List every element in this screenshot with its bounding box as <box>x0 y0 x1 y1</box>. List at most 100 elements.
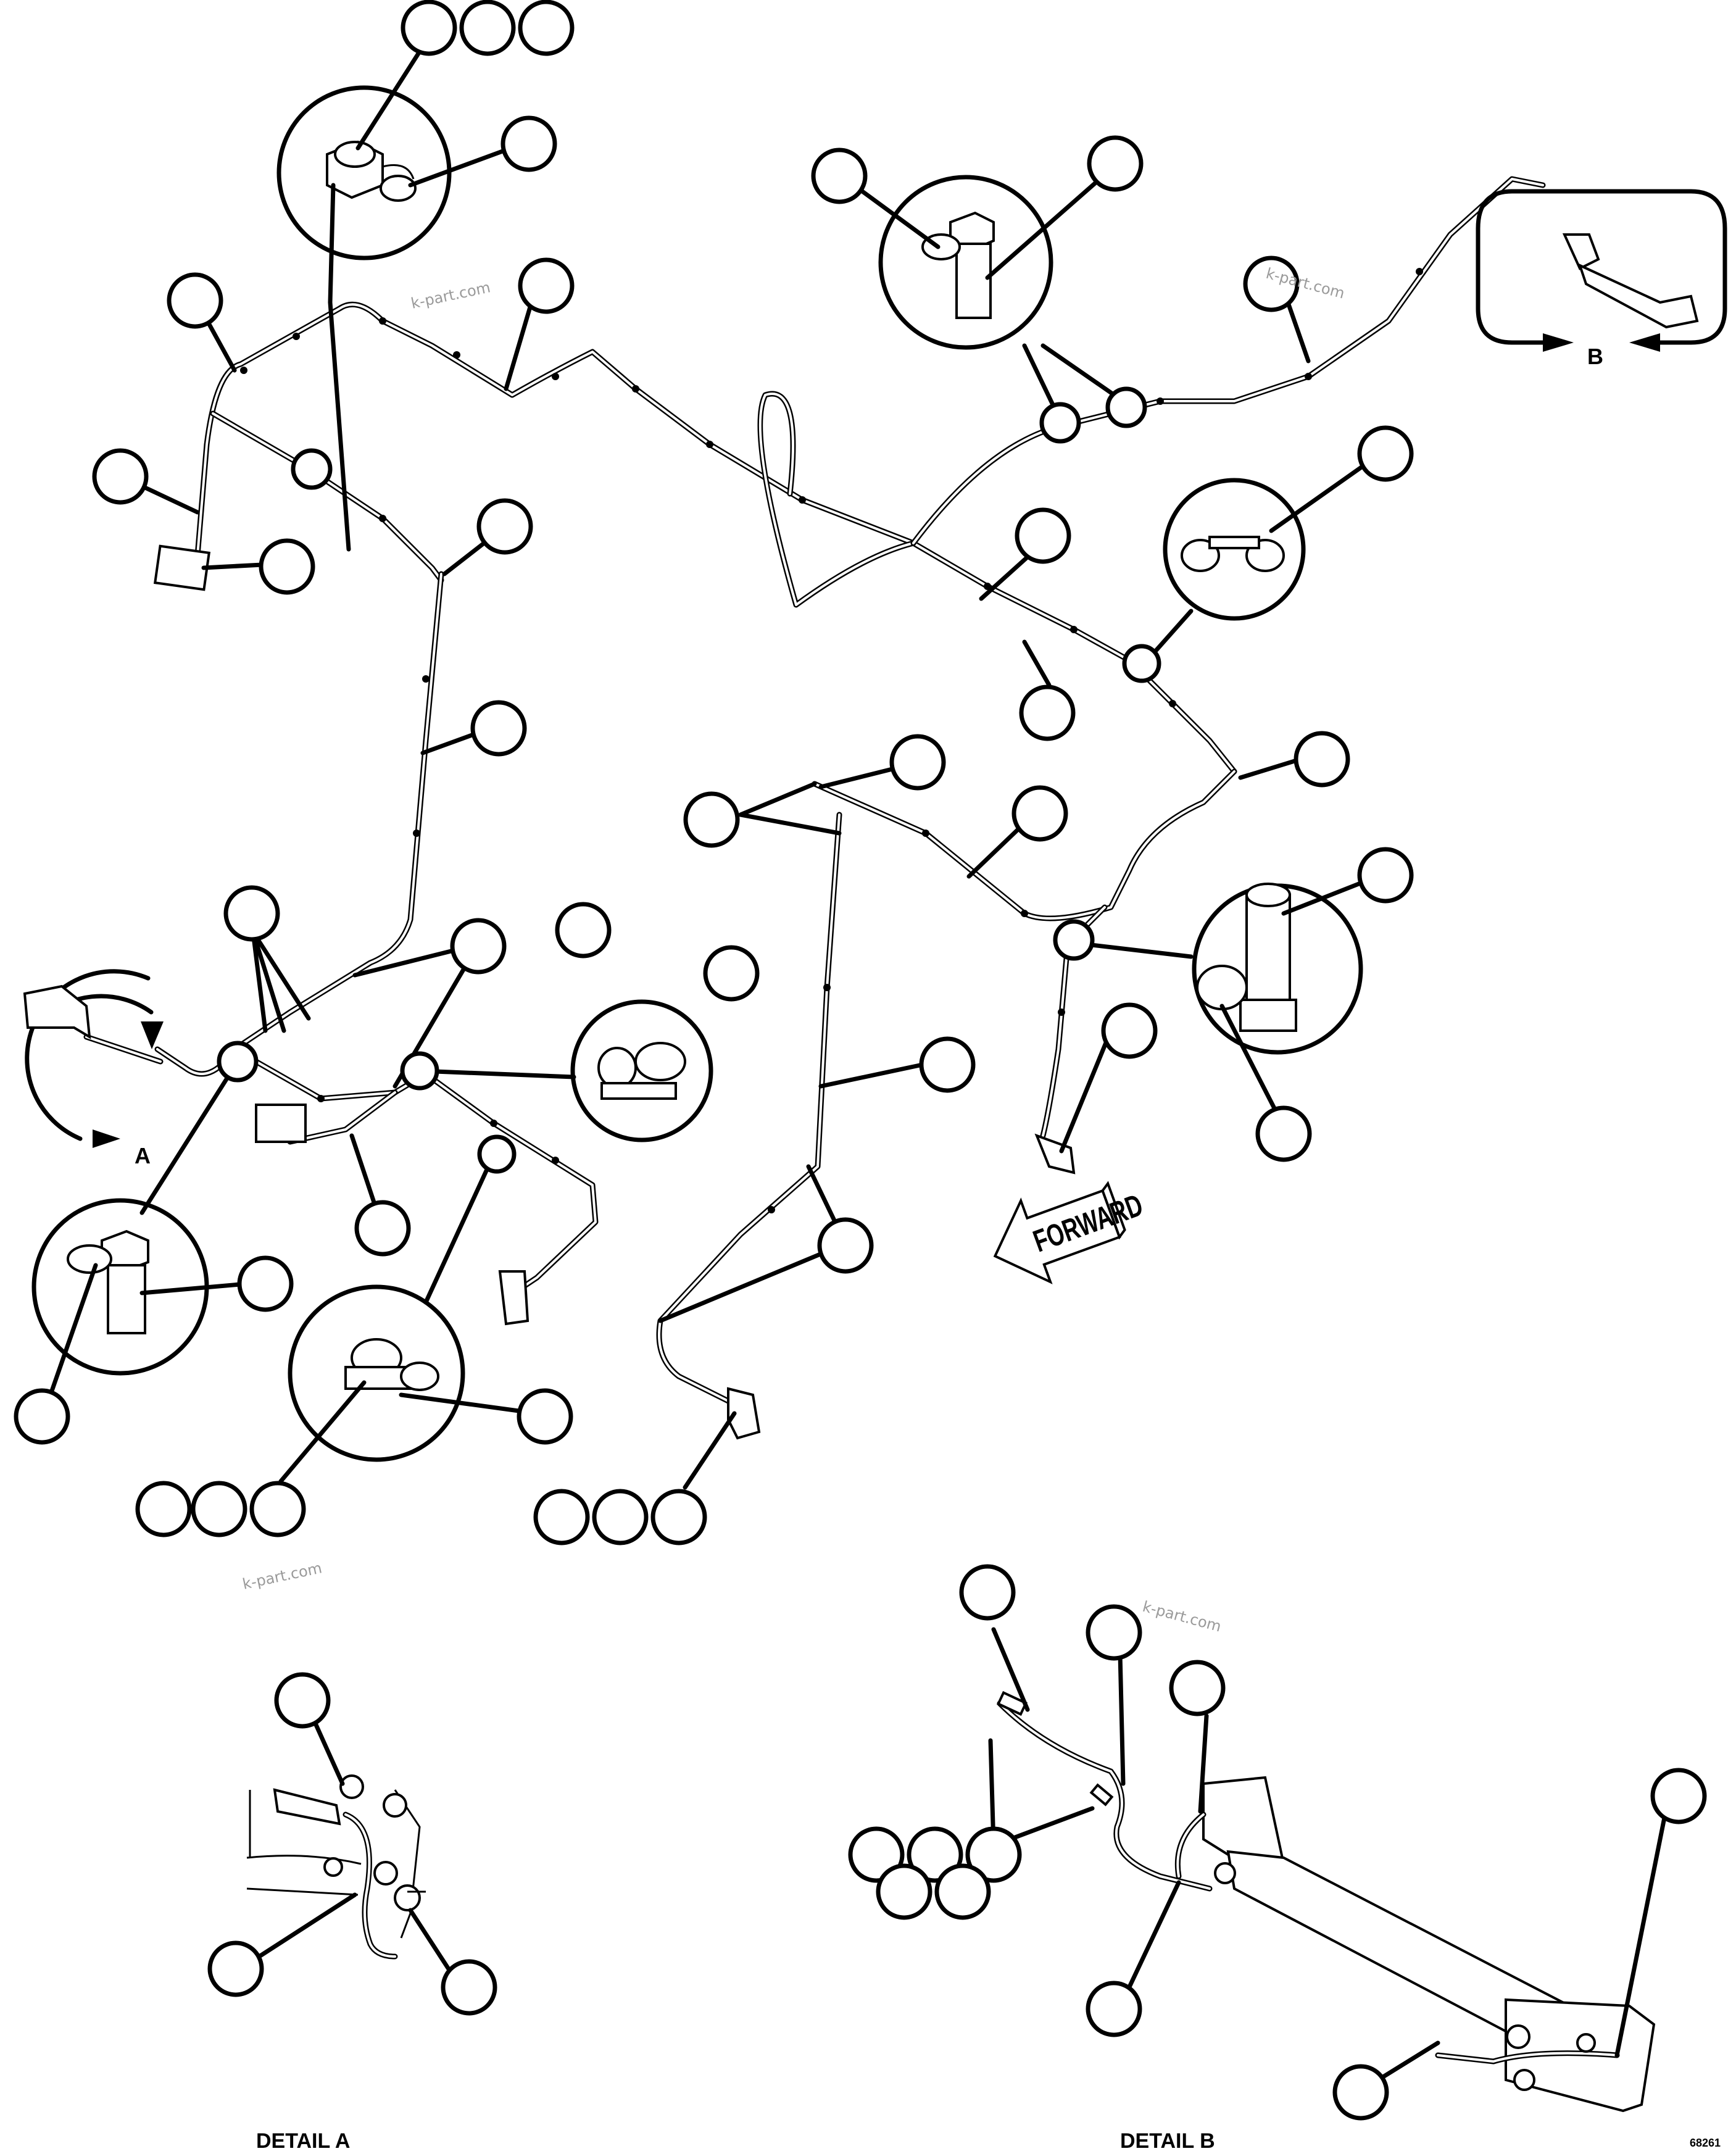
callout-balloon[interactable] <box>817 1217 874 1274</box>
callout-balloon[interactable] <box>1294 731 1350 788</box>
connector-box-icon <box>255 1104 307 1143</box>
watermark: k-part.com <box>1140 1598 1223 1636</box>
callout-balloon[interactable] <box>401 0 457 56</box>
bolt-clamp-inset-top-center <box>878 175 1053 350</box>
detail-a-view: DETAIL A <box>207 1672 497 2153</box>
callout-balloon[interactable] <box>135 1481 192 1537</box>
switch-box-icon <box>727 1387 761 1440</box>
callout-balloon[interactable] <box>237 1255 294 1312</box>
bracket-icon <box>498 1270 530 1326</box>
callout-balloon[interactable] <box>848 1826 905 1883</box>
callout-balloon[interactable] <box>207 1940 264 1997</box>
callout-balloon[interactable] <box>1105 386 1147 428</box>
callout-balloon[interactable] <box>518 0 575 56</box>
callout-balloon[interactable] <box>92 448 149 505</box>
bolt-clamp-inset-bottom-left <box>31 1198 209 1376</box>
forward-arrow-icon: FORWARD <box>993 1181 1147 1284</box>
components <box>153 544 1076 1440</box>
callout-balloon[interactable] <box>703 945 760 1002</box>
callout-balloon[interactable] <box>459 0 516 56</box>
callout-balloon[interactable] <box>650 1489 707 1545</box>
arrow-right-icon <box>1543 333 1574 352</box>
callout-balloon[interactable] <box>1053 919 1095 961</box>
callout-balloon[interactable] <box>919 1036 976 1093</box>
callout-balloon[interactable] <box>441 1959 497 2016</box>
callout-balloon[interactable] <box>1015 507 1071 564</box>
detail-b-view: DETAIL B <box>848 1564 1707 2153</box>
arrow-down-icon <box>141 1021 164 1049</box>
callout-balloon[interactable] <box>959 1564 1016 1621</box>
double-clamp-inset-right <box>1139 478 1306 669</box>
callout-balloon[interactable] <box>934 1863 991 1920</box>
callout-balloon[interactable] <box>1101 1002 1158 1059</box>
callout-balloon[interactable] <box>555 902 612 958</box>
callout-balloon[interactable] <box>291 448 333 490</box>
callout-balloon[interactable] <box>500 115 557 172</box>
callout-balloon[interactable] <box>470 700 527 757</box>
harness-clips <box>240 268 1423 1213</box>
callout-balloon[interactable] <box>518 257 575 314</box>
detail-a-caption: DETAIL A <box>256 2129 350 2153</box>
callout-balloon[interactable] <box>1086 1604 1142 1661</box>
callout-balloon[interactable] <box>1332 2064 1389 2121</box>
callout-balloon[interactable] <box>517 1388 573 1445</box>
callout-balloon[interactable] <box>1169 1660 1226 1716</box>
callout-balloon[interactable] <box>1087 135 1144 192</box>
p-clamp-icon <box>597 1042 686 1100</box>
watermark: k-part.com <box>409 278 492 312</box>
callout-balloon[interactable] <box>1255 1105 1312 1162</box>
callout-balloon[interactable] <box>889 734 946 791</box>
double-p-clamp-icon <box>1181 536 1285 572</box>
arrow-right-icon <box>93 1129 120 1148</box>
callout-balloon[interactable] <box>1243 256 1300 312</box>
callout-balloon[interactable] <box>476 498 533 555</box>
callout-balloon[interactable] <box>274 1672 331 1729</box>
callout-balloon[interactable] <box>223 885 280 942</box>
arrow-left-icon <box>1629 333 1660 352</box>
callout-balloon[interactable] <box>592 1489 649 1545</box>
p-clamp-bolt-inset-top-left <box>276 85 452 552</box>
watermark: k-part.com <box>241 1559 323 1593</box>
pedal-assembly-icon <box>996 1690 1656 2113</box>
p-clamp-inset-center <box>570 999 713 1142</box>
sensor-plate-icon <box>153 544 211 591</box>
p-clamp-bolt-icon <box>326 140 417 202</box>
callout-balloon[interactable] <box>1357 425 1414 482</box>
callout-balloon[interactable] <box>1122 644 1161 683</box>
wire-harness <box>83 176 1546 1404</box>
callout-balloon[interactable] <box>1650 1768 1707 1824</box>
view-marker-b: B <box>1476 189 1727 369</box>
view-marker-a: A <box>23 969 164 1168</box>
detail-b-caption: DETAIL B <box>1120 2129 1215 2153</box>
callout-balloon[interactable] <box>217 1041 259 1083</box>
p-clamp-bolt-inset-bottom <box>288 1284 465 1462</box>
sensor-box-icon <box>1034 1133 1076 1175</box>
callout-balloon[interactable] <box>811 148 868 204</box>
callout-balloon[interactable] <box>683 791 740 848</box>
callout-balloon[interactable] <box>249 1481 306 1537</box>
callout-balloon[interactable] <box>14 1388 70 1445</box>
callout-balloon[interactable] <box>533 1489 590 1545</box>
callout-balloon[interactable] <box>354 1200 411 1257</box>
sensor-bracket-icon <box>23 984 91 1039</box>
callout-balloons-main[interactable] <box>14 0 1414 1545</box>
spacer-clamp-icon <box>1196 883 1297 1032</box>
callout-balloon[interactable] <box>167 272 223 329</box>
bolt-clamp-icon <box>67 1229 149 1334</box>
callout-balloon[interactable] <box>1039 402 1081 444</box>
p-clamp-bolt-icon <box>344 1338 439 1391</box>
callout-balloon[interactable] <box>477 1134 517 1174</box>
callout-balloon[interactable] <box>1011 785 1068 842</box>
callout-balloon[interactable] <box>450 918 507 975</box>
callout-balloon[interactable] <box>1086 1981 1142 2037</box>
callout-balloon[interactable] <box>907 1826 963 1883</box>
callout-balloon[interactable] <box>965 1826 1022 1883</box>
callout-balloon[interactable] <box>191 1481 247 1537</box>
callout-balloon[interactable] <box>1019 684 1076 741</box>
callout-balloon[interactable] <box>259 538 315 595</box>
bolt-clamp-icon <box>921 211 995 319</box>
callout-balloon[interactable] <box>400 1051 439 1091</box>
callout-balloon[interactable] <box>876 1863 932 1920</box>
callout-balloon[interactable] <box>1357 847 1414 904</box>
